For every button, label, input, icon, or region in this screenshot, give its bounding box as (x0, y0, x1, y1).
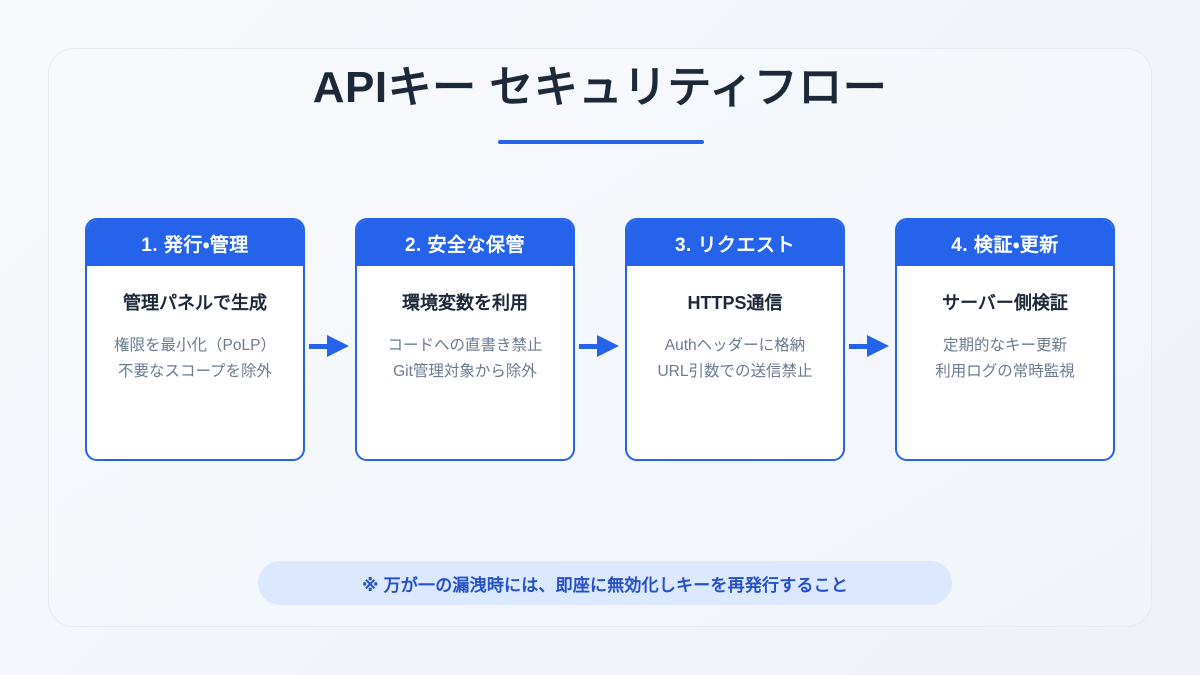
flow-card-4[interactable]: 4. 検証・更新 サーバー側検証 定期的なキー更新 利用ログの常時監視 (895, 218, 1115, 461)
flow-card-1-line-2: 不要なスコープを除外 (117, 362, 273, 380)
flow-card-2-line-1: コードへの直書き禁止 (387, 337, 543, 355)
flow-card-3-body: HTTPS通信 Authヘッダーに格納 URL引数での送信禁止 (627, 266, 843, 459)
arrow-right-icon-3 (845, 335, 895, 357)
flow-card-4-title: サーバー側検証 (942, 293, 1068, 313)
flow-card-1-title: 管理パネルで生成 (123, 293, 267, 313)
arrow-shaft-2 (579, 344, 603, 349)
flow-card-2-title: 環境変数を利用 (402, 293, 528, 313)
page-title: APIキー セキュリティフロー (312, 63, 888, 112)
arrow-head-2 (597, 335, 619, 357)
flow-card-4-header: 4. 検証・更新 (897, 220, 1113, 266)
flow-card-2-line-2: Git管理対象から除外 (393, 362, 537, 380)
flow-card-3-line-1: Authヘッダーに格納 (664, 337, 806, 355)
flow-card-1-line-1: 権限を最小化（PoLP） (114, 337, 276, 355)
arrow-right-icon-1 (305, 335, 355, 357)
arrow-shaft-1 (309, 344, 333, 349)
flow-card-2-body: 環境変数を利用 コードへの直書き禁止 Git管理対象から除外 (357, 266, 573, 459)
arrow-shaft-3 (849, 344, 873, 349)
page-title-wrap: APIキー セキュリティフロー (0, 62, 1200, 115)
arrow-right-icon-2 (575, 335, 625, 357)
arrow-head-3 (867, 335, 889, 357)
flow-card-1-lines: 権限を最小化（PoLP） 不要なスコープを除外 (97, 333, 293, 384)
flow-card-2-header: 2. 安全な保管 (357, 220, 573, 266)
footer-note: ※ 万が一の漏洩時には、即座に無効化しキーを再発行すること (258, 561, 952, 605)
flow-steps: 1. 発行・管理 管理パネルで生成 権限を最小化（PoLP） 不要なスコープを除… (85, 218, 1115, 461)
flow-card-2[interactable]: 2. 安全な保管 環境変数を利用 コードへの直書き禁止 Git管理対象から除外 (355, 218, 575, 461)
flow-card-4-body: サーバー側検証 定期的なキー更新 利用ログの常時監視 (897, 266, 1113, 459)
flow-card-1-header: 1. 発行・管理 (87, 220, 303, 266)
title-underline (498, 140, 704, 144)
flow-card-1-body: 管理パネルで生成 権限を最小化（PoLP） 不要なスコープを除外 (87, 266, 303, 459)
flow-card-1[interactable]: 1. 発行・管理 管理パネルで生成 権限を最小化（PoLP） 不要なスコープを除… (85, 218, 305, 461)
flow-card-3[interactable]: 3. リクエスト HTTPS通信 Authヘッダーに格納 URL引数での送信禁止 (625, 218, 845, 461)
footer-note-text: ※ 万が一の漏洩時には、即座に無効化しキーを再発行すること (361, 575, 849, 595)
flow-card-4-line-1: 定期的なキー更新 (942, 337, 1067, 355)
flow-card-3-lines: Authヘッダーに格納 URL引数での送信禁止 (637, 333, 833, 384)
flow-card-3-header: 3. リクエスト (627, 220, 843, 266)
flow-card-3-line-2: URL引数での送信禁止 (657, 362, 813, 380)
flow-card-4-lines: 定期的なキー更新 利用ログの常時監視 (907, 333, 1103, 384)
arrow-head-1 (327, 335, 349, 357)
flow-card-2-lines: コードへの直書き禁止 Git管理対象から除外 (367, 333, 563, 384)
flow-card-4-line-2: 利用ログの常時監視 (935, 362, 1075, 380)
flow-card-3-title: HTTPS通信 (687, 293, 783, 313)
